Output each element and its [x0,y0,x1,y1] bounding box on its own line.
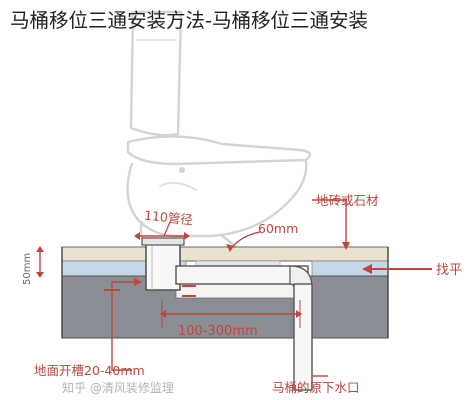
tile-layer [61,246,389,262]
pipe-flange [141,237,185,246]
groove-leader [111,281,138,371]
watermark: 知乎 @清风装修监理 [62,380,174,395]
toilet-lid [126,135,312,166]
toilet-outlet-pipe [145,241,181,291]
toilet-tank [129,10,183,137]
toilet-bowl [126,160,308,238]
label-tile-or-stone: 地砖或石材 [316,193,379,208]
page-title: 马桶移位三通安装方法-马桶移位三通安装 [10,9,369,32]
label-pipe-110: 110管径 [143,208,193,228]
original-drain-pipe [293,283,313,391]
label-level: 找平 [436,263,462,278]
drain-pipes [141,237,313,391]
tile-leader [312,199,347,248]
shift-pipe [175,265,309,285]
label-original-drain: 马桶的原下水口 [272,380,360,395]
label-groove-depth: 地面开槽20-40mm [34,363,145,378]
annotations [36,199,432,377]
label-distance-100-300: 100-300mm [178,324,258,339]
label-depth-60: 60mm [258,221,298,236]
label-height-50: 50mm [22,253,33,285]
